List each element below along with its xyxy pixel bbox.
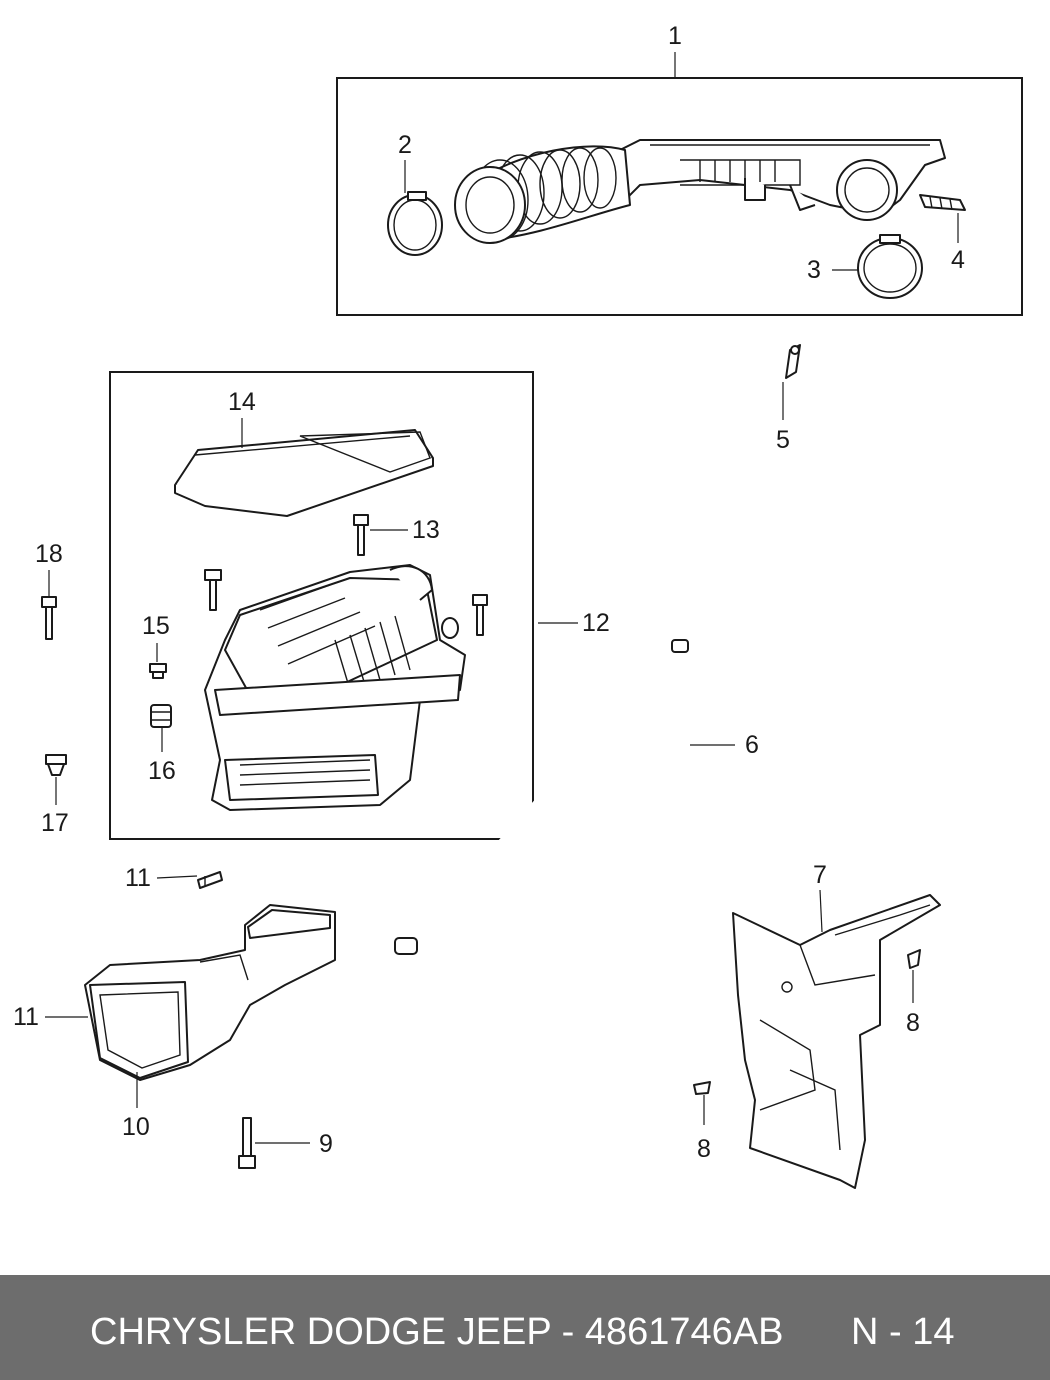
nut-15 <box>149 663 167 679</box>
parts-diagram: 1 <box>13 22 1023 1189</box>
crankcase-vent-tube <box>394 639 694 955</box>
callout-6: 6 <box>745 731 759 759</box>
nut-17 <box>45 754 67 776</box>
bolt-housing-right <box>472 594 488 636</box>
footer-bar: CHRYSLER DODGE JEEP - 4861746AB N - 14 <box>0 1275 1050 1380</box>
bolt-18 <box>41 596 57 640</box>
callout-15: 15 <box>142 612 170 640</box>
callout-13: 13 <box>412 516 440 544</box>
bolt-9 <box>238 1117 256 1169</box>
callout-10: 10 <box>122 1113 150 1141</box>
callout-11-left: 11 <box>13 1003 39 1031</box>
grommet-16 <box>150 704 172 728</box>
sensor-5 <box>785 344 801 379</box>
air-intake-duct <box>84 904 336 1081</box>
hose-clamp-2 <box>387 191 443 256</box>
callout-4: 4 <box>951 246 965 274</box>
part-12-group-box <box>109 371 534 840</box>
callout-8-lower: 8 <box>697 1135 711 1163</box>
air-cleaner-housing <box>204 564 466 811</box>
callout-11-top: 11 <box>125 864 151 892</box>
air-inlet-duct <box>454 139 946 244</box>
push-pin-8-lower <box>693 1081 711 1095</box>
hose-clamp-3 <box>857 234 923 299</box>
callout-16: 16 <box>148 757 176 785</box>
callout-1: 1 <box>668 22 682 50</box>
callout-17: 17 <box>41 809 69 837</box>
push-pin-8-right <box>907 949 921 969</box>
callout-8-right: 8 <box>906 1009 920 1037</box>
callout-3: 3 <box>807 256 821 284</box>
callout-2: 2 <box>398 131 412 159</box>
callout-9: 9 <box>319 1130 333 1158</box>
part-1-group-box <box>336 77 1023 316</box>
splash-shield <box>732 894 941 1189</box>
callout-14: 14 <box>228 388 256 416</box>
callout-18: 18 <box>35 540 63 568</box>
bolt-13 <box>353 514 369 556</box>
footer-part-title: CHRYSLER DODGE JEEP - 4861746AB <box>90 1311 784 1353</box>
callout-12: 12 <box>582 609 610 637</box>
callout-5: 5 <box>776 426 790 454</box>
inlet-air-sensor <box>919 194 966 211</box>
callout-7: 7 <box>813 861 827 889</box>
bolt-housing-left <box>204 569 222 611</box>
footer-page-code: N - 14 <box>851 1311 955 1353</box>
push-pin-11-top <box>197 871 223 889</box>
air-filter-element <box>174 429 434 517</box>
